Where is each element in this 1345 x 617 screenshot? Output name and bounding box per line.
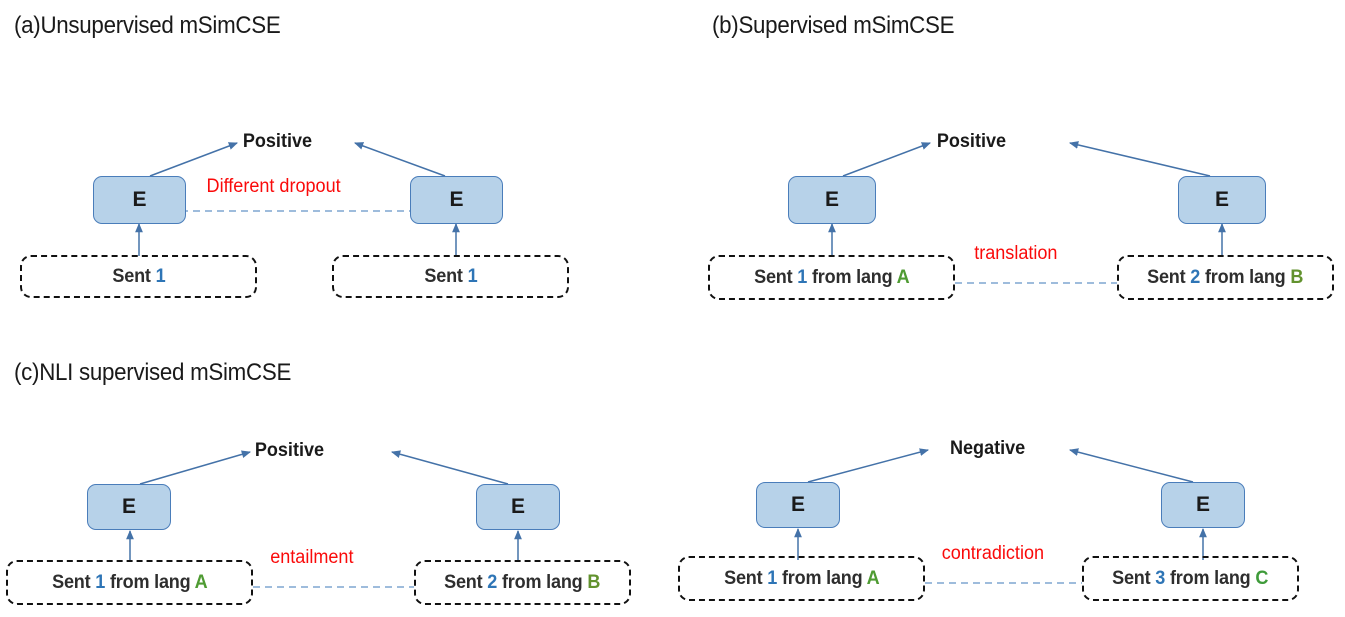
target-label-c-right: Negative xyxy=(949,438,1026,459)
arrow-right-to-target-b xyxy=(1068,141,1211,177)
sentence-text: Sent 1 xyxy=(111,265,166,287)
sentence-box-b-left[interactable]: Sent 1 from lang A xyxy=(708,255,955,300)
encoder-label: E xyxy=(132,188,147,211)
arrow-right-to-target-a xyxy=(354,142,446,177)
sentence-text: Sent 1 from lang A xyxy=(753,266,910,288)
encoder-label: E xyxy=(449,188,464,211)
encoder-box-c-left-1[interactable]: E xyxy=(87,484,171,530)
arrow-right-to-target-c-left xyxy=(390,450,509,485)
sentence-box-c-left-2[interactable]: Sent 2 from lang B xyxy=(414,560,631,605)
arrow-right-to-target-c-right xyxy=(1068,448,1194,483)
panel-title-b: (b)Supervised mSimCSE xyxy=(712,12,955,39)
sentence-text: Sent 2 from lang B xyxy=(1147,266,1304,288)
arrow-left-to-target-a xyxy=(149,142,238,177)
encoder-label: E xyxy=(510,495,525,518)
encoder-box-c-right-1[interactable]: E xyxy=(756,482,840,528)
encoder-label: E xyxy=(1195,493,1210,516)
arrow-left-to-target-c-left xyxy=(139,450,252,485)
sentence-box-c-right-1[interactable]: Sent 1 from lang A xyxy=(678,556,925,601)
panel-title-a: (a)Unsupervised mSimCSE xyxy=(14,12,281,39)
sentence-box-b-right[interactable]: Sent 2 from lang B xyxy=(1117,255,1334,300)
relation-label-c-right: contradiction xyxy=(941,543,1045,564)
arrow-left-to-target-b xyxy=(842,142,931,177)
encoder-label: E xyxy=(824,188,839,211)
encoder-box-b-right[interactable]: E xyxy=(1178,176,1266,224)
sentence-box-a-left[interactable]: Sent 1 xyxy=(20,255,257,298)
target-label-a: Positive xyxy=(242,131,313,152)
relation-label-a: Different dropout xyxy=(206,176,341,197)
encoder-box-a-left[interactable]: E xyxy=(93,176,186,224)
arrow-left-to-target-c-right xyxy=(807,448,930,483)
encoder-box-c-left-2[interactable]: E xyxy=(476,484,560,530)
target-label-b: Positive xyxy=(936,131,1007,152)
sentence-text: Sent 1 xyxy=(423,265,478,287)
encoder-box-b-left[interactable]: E xyxy=(788,176,876,224)
encoder-box-a-right[interactable]: E xyxy=(410,176,503,224)
sentence-text: Sent 1 from lang A xyxy=(51,571,208,593)
panel-title-c: (c)NLI supervised mSimCSE xyxy=(14,359,292,386)
encoder-label: E xyxy=(121,495,136,518)
relation-label-b: translation xyxy=(974,243,1058,264)
sentence-box-a-right[interactable]: Sent 1 xyxy=(332,255,569,298)
sentence-text: Sent 3 from lang C xyxy=(1112,567,1269,589)
encoder-label: E xyxy=(1214,188,1229,211)
sentence-text: Sent 1 from lang A xyxy=(723,567,880,589)
relation-label-c-left: entailment xyxy=(270,547,354,568)
sentence-text: Sent 2 from lang B xyxy=(444,571,601,593)
sentence-box-c-right-2[interactable]: Sent 3 from lang C xyxy=(1082,556,1299,601)
sentence-box-c-left-1[interactable]: Sent 1 from lang A xyxy=(6,560,253,605)
target-label-c-left: Positive xyxy=(254,440,325,461)
encoder-label: E xyxy=(790,493,805,516)
encoder-box-c-right-2[interactable]: E xyxy=(1161,482,1245,528)
